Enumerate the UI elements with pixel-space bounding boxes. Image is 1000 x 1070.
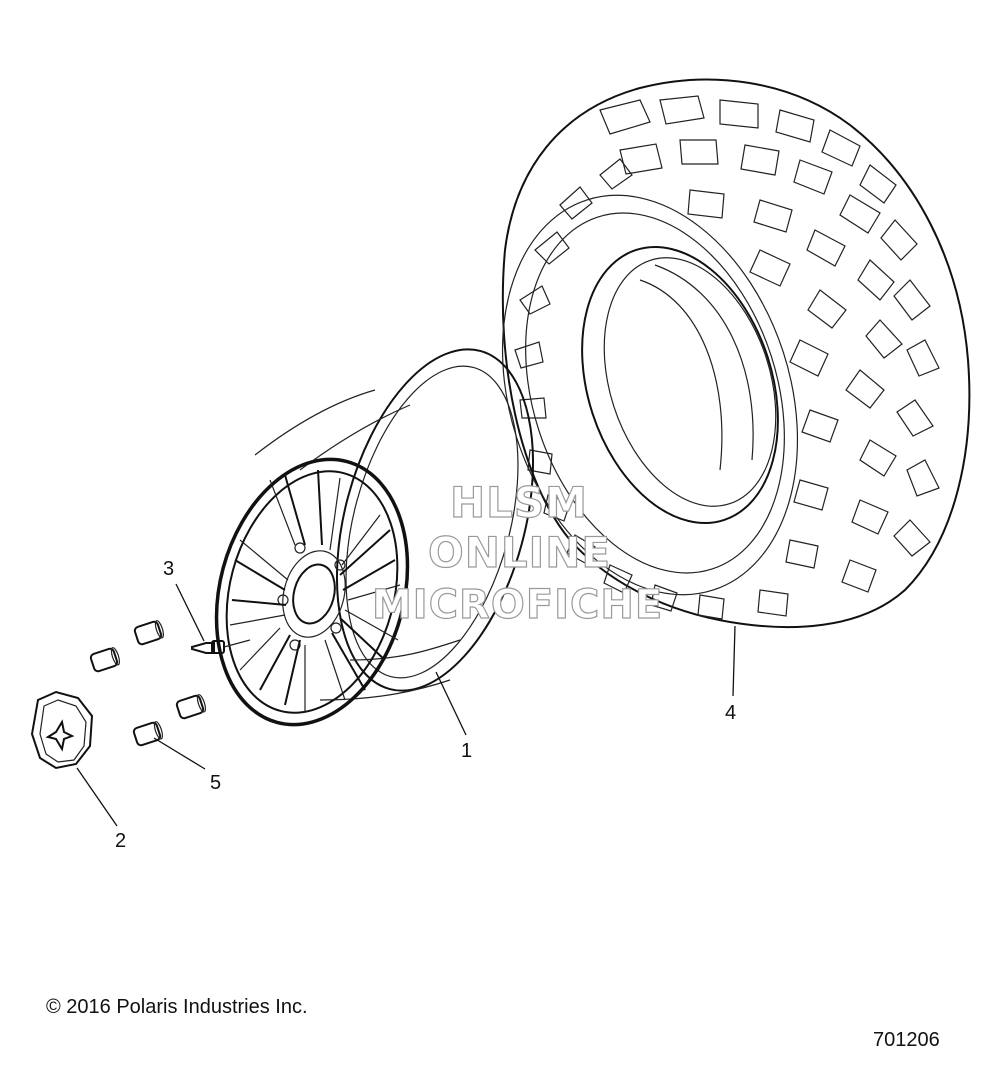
leader-line-1 [435,671,467,736]
watermark-line-3: MICROFICHE [371,581,664,628]
tire-drawing [501,78,971,629]
leader-line-2 [76,767,118,827]
watermark-line-2: ONLINE [427,527,612,577]
leader-line-5 [153,737,206,770]
copyright-notice: © 2016 Polaris Industries Inc. [46,996,308,1018]
callout-5: 5 [210,772,222,794]
leader-line-3 [175,583,205,642]
callout-1: 1 [461,740,473,762]
callout-3: 3 [163,558,175,580]
callout-4: 4 [725,702,737,724]
lug-nuts-drawing [89,620,206,747]
leader-line-4 [732,625,736,697]
wheel-drawing [214,348,535,727]
callout-2: 2 [115,830,127,852]
watermark-line-1: HLSM [449,477,588,527]
drawing-number: 701206 [873,1029,940,1051]
center-cap-drawing [30,690,94,770]
valve-stem-drawing [191,639,251,654]
